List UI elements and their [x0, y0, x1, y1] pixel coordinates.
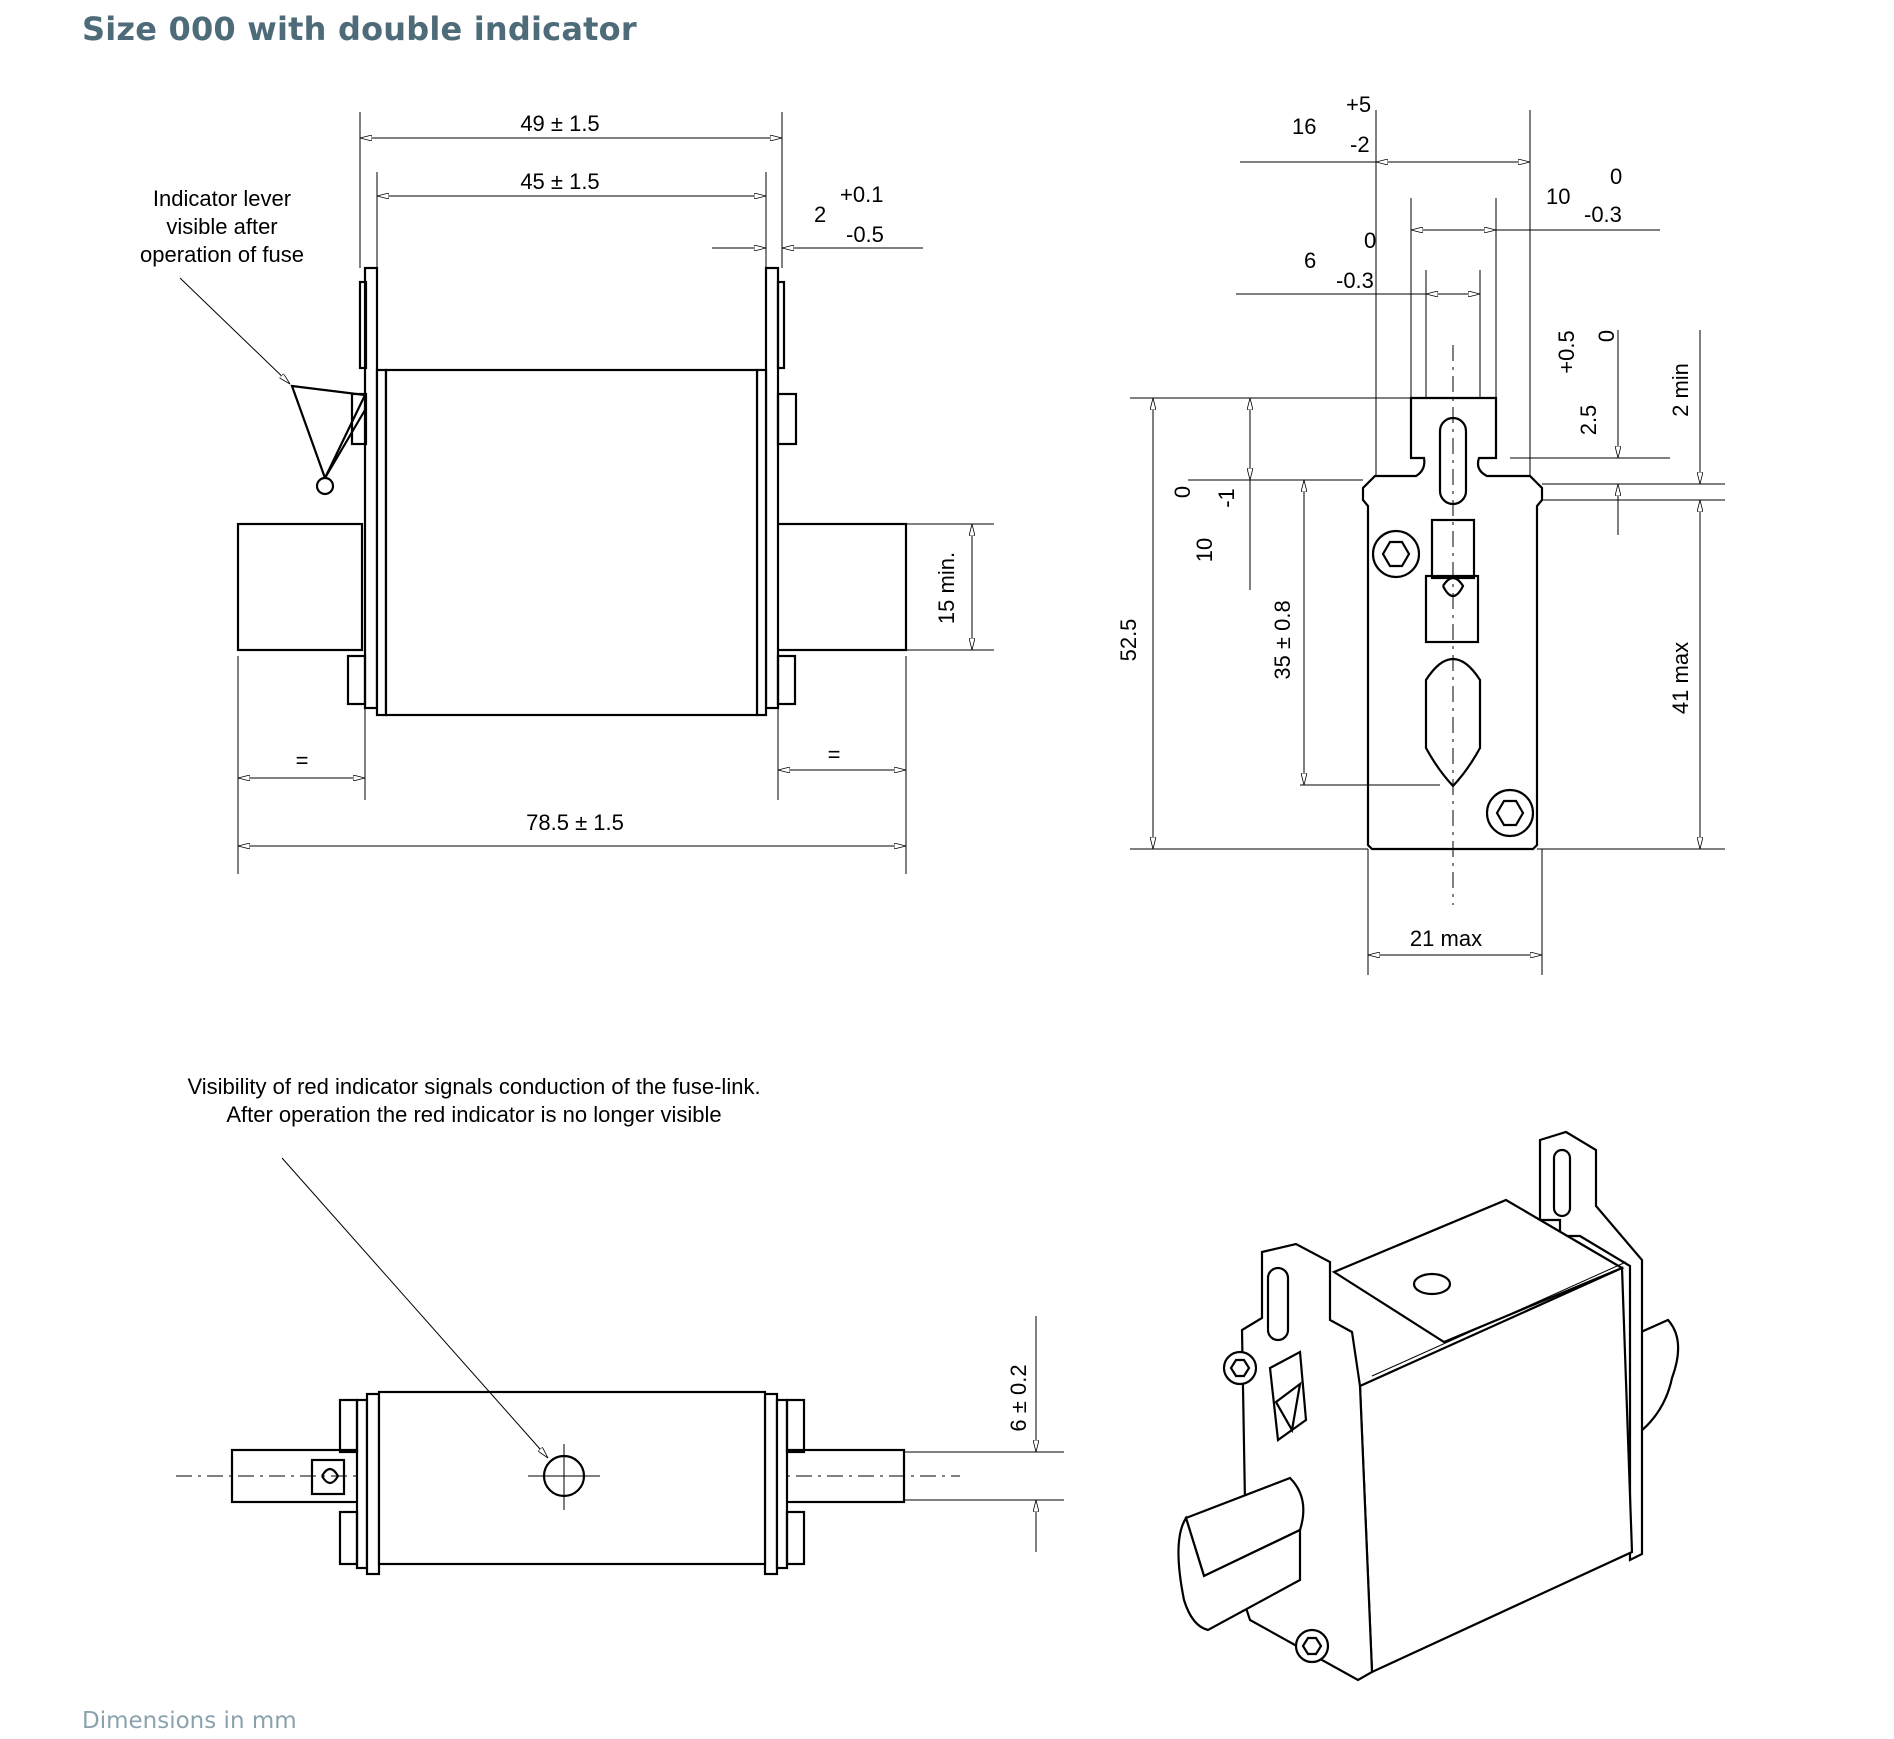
- tol-2-5-base: 2.5: [1576, 405, 1601, 436]
- dim-blade-height: 15 min.: [934, 552, 959, 624]
- hex-screw-bottom: [1485, 788, 1535, 838]
- leader-indicator-lever: [179, 277, 291, 385]
- note-lever-line1: Indicator lever: [153, 186, 291, 211]
- dim-top-inner: 45 ± 1.5: [520, 169, 599, 194]
- top-view: Visibility of red indicator signals cond…: [176, 1074, 1064, 1576]
- right-blade: [768, 522, 908, 652]
- end-view: 16 +5 -2 10 0 -0.3 6 0 -0.3 2.5 +0.5 0 2…: [1116, 92, 1725, 975]
- side-view: 49 ± 1.5 45 ± 1.5 2 +0.1 -0.5 Indicator …: [140, 111, 994, 874]
- bottom-slot: [1424, 657, 1482, 788]
- tol-plus: +0.1: [840, 182, 883, 207]
- top-fuse-body: [377, 1390, 767, 1566]
- dim-overall: 78.5 ± 1.5: [526, 810, 624, 835]
- tol-16-base: 16: [1292, 114, 1316, 139]
- tol-10v-plus: 0: [1170, 486, 1195, 498]
- fuse-body: [384, 368, 759, 717]
- tol-10v-base: 10: [1192, 538, 1217, 562]
- note-lever-line2: visible after: [166, 214, 277, 239]
- dim-21-max: 21 max: [1410, 926, 1482, 951]
- dim-41-max: 41 max: [1668, 642, 1693, 714]
- iso-box-front: [1358, 1266, 1634, 1674]
- tol-10-minus: -0.3: [1584, 202, 1622, 227]
- tol-10v-minus: -1: [1214, 488, 1239, 508]
- note-lever-line3: operation of fuse: [140, 242, 304, 267]
- dim-2-min: 2 min: [1668, 363, 1693, 417]
- dim-top-outer: 49 ± 1.5: [520, 111, 599, 136]
- tol-minus: -0.5: [846, 222, 884, 247]
- equal-right: =: [828, 742, 841, 767]
- tol-16-plus: +5: [1346, 92, 1371, 117]
- page-title: Size 000 with double indicator: [82, 10, 637, 48]
- tol-2-5-minus: 0: [1594, 330, 1619, 342]
- left-end-plate-inner: [375, 368, 388, 717]
- tol-6-base: 6: [1304, 248, 1316, 273]
- right-end-plate-inner: [755, 368, 768, 717]
- note-indicator-line1: Visibility of red indicator signals cond…: [187, 1074, 760, 1099]
- right-end-plate: [764, 266, 780, 710]
- tol-2-5-plus: +0.5: [1554, 330, 1579, 373]
- footer-note: Dimensions in mm: [82, 1708, 297, 1734]
- tol-10-base: 10: [1546, 184, 1570, 209]
- left-blade: [236, 522, 364, 652]
- red-indicator-window: [528, 1444, 600, 1510]
- note-indicator-line2: After operation the red indicator is no …: [226, 1102, 721, 1127]
- leader-red-indicator: [281, 1157, 549, 1459]
- dim-35: 35 ± 0.8: [1270, 600, 1295, 679]
- tol-base: 2: [814, 202, 826, 227]
- iso-front-plate: [1234, 1242, 1374, 1682]
- tol-10-plus: 0: [1610, 164, 1622, 189]
- tol-6-plus: 0: [1364, 228, 1376, 253]
- dim-6-thickness: 6 ± 0.2: [1006, 1364, 1031, 1431]
- dim-52-5: 52.5: [1116, 619, 1141, 662]
- hex-screw-top: [1371, 529, 1421, 579]
- iso-screw-top: [1222, 1350, 1258, 1386]
- indicator-lever: [290, 384, 367, 481]
- tol-6-minus: -0.3: [1336, 268, 1374, 293]
- tol-16-minus: -2: [1350, 132, 1370, 157]
- indicator-window: [1424, 574, 1480, 644]
- end-plate-outline: [1361, 396, 1544, 851]
- isometric-view: [1177, 1130, 1680, 1682]
- iso-screw-bottom: [1294, 1628, 1330, 1664]
- equal-left: =: [296, 748, 309, 773]
